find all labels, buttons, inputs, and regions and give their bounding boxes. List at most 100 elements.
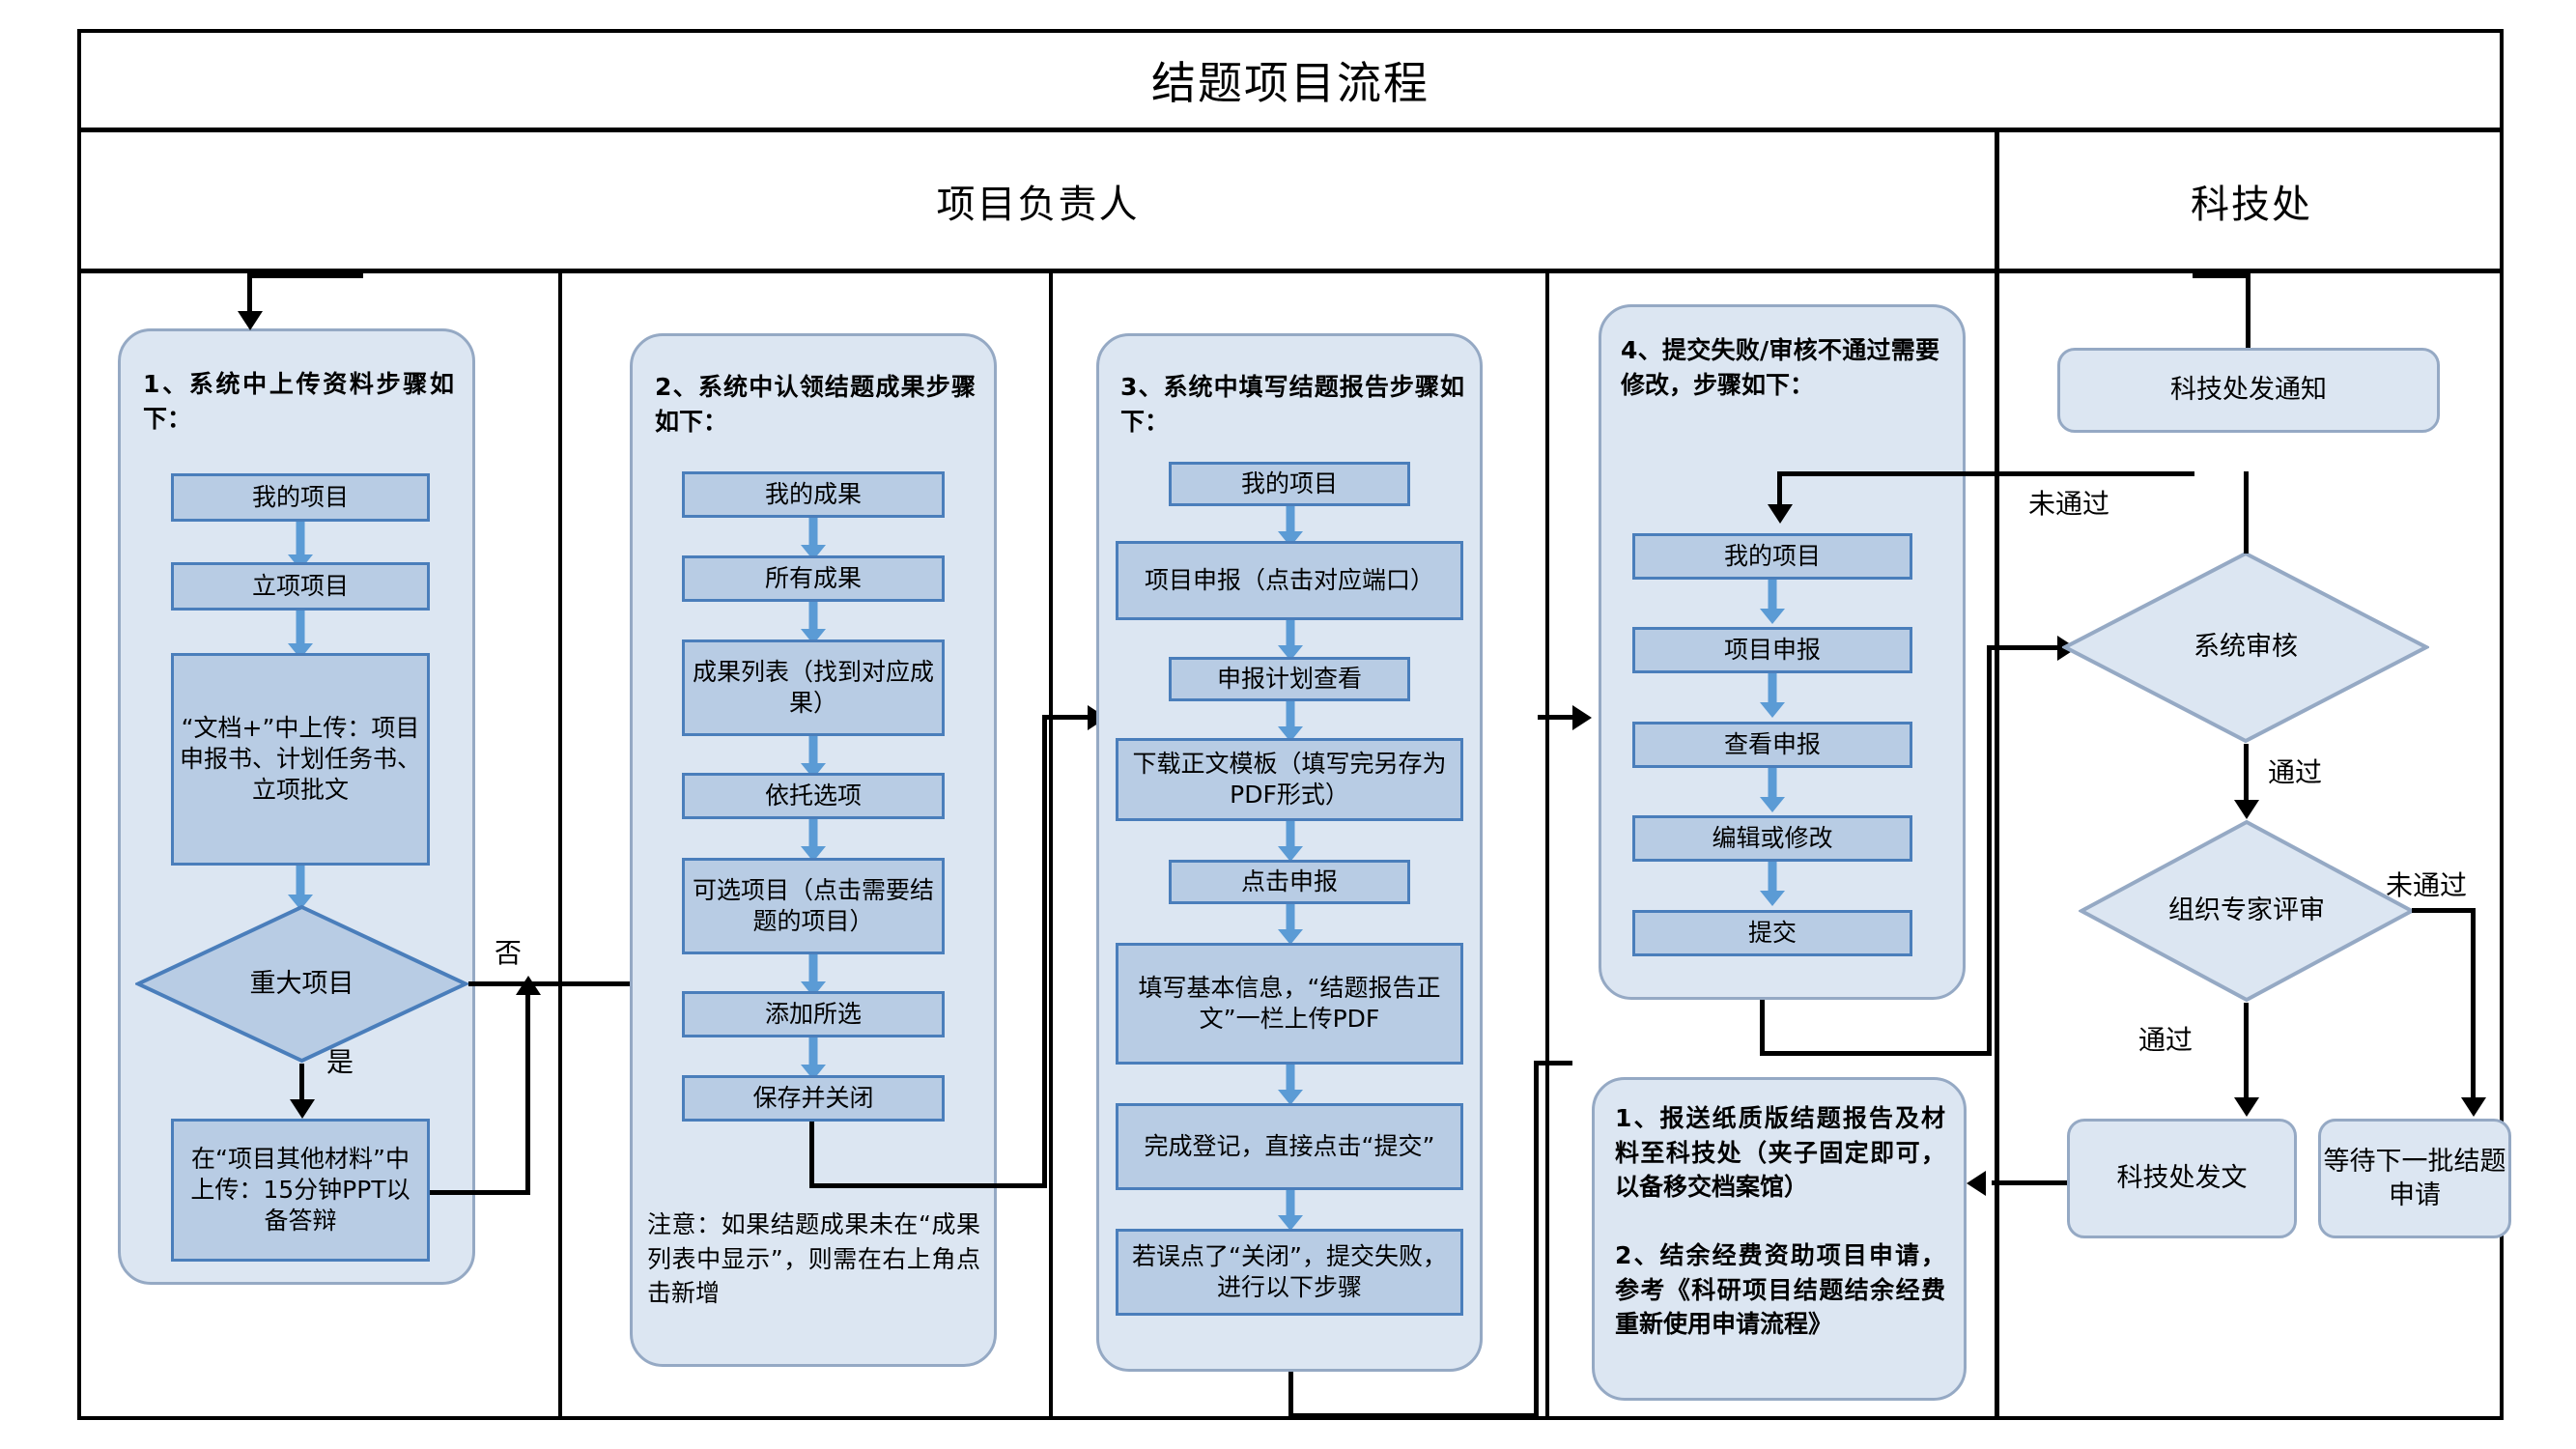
col1-entry-v [247, 273, 252, 316]
col3-step-5[interactable]: 点击申报 [1169, 860, 1410, 904]
col1-decision-label: 重大项目 [249, 968, 354, 999]
col1-step-ppt[interactable]: 在“项目其他材料”中上传：15分钟PPT以备答辩 [171, 1119, 430, 1262]
col2-step-4[interactable]: 依托选项 [682, 773, 945, 819]
col3-arrow-7 [1277, 1190, 1304, 1231]
col4-arrow-3 [1759, 768, 1786, 812]
office-issue-doc-box[interactable]: 科技处发文 [2067, 1119, 2297, 1238]
col4-heading: 4、提交失败/审核不通过需要修改，步骤如下： [1621, 336, 1939, 399]
col1-no-label: 否 [495, 937, 523, 969]
col4-entry-v [1777, 471, 1782, 510]
col2-out-h2 [1042, 715, 1092, 720]
col1-yes-v [299, 1064, 304, 1104]
col4-submit-h2 [1987, 645, 2062, 650]
col1-arrow-3 [287, 866, 314, 910]
col2-step-5[interactable]: 可选项目（点击需要结题的项目） [682, 858, 945, 954]
col3-step-8[interactable]: 若误点了“关闭”，提交失败，进行以下步骤 [1116, 1229, 1463, 1316]
col1-yes-label: 是 [326, 1046, 354, 1078]
col2-step-6[interactable]: 添加所选 [682, 991, 945, 1037]
col4-footer-note: 1、报送纸质版结题报告及材料至科技处（夹子固定即可，以备移交档案馆） 2、结余经… [1615, 1104, 1945, 1338]
office-decision-system-review-label: 系统审核 [2194, 632, 2298, 663]
col3-step-7[interactable]: 完成登记，直接点击“提交” [1116, 1103, 1463, 1190]
col3-to-col4-h [1538, 715, 1576, 720]
col4-submit-h [1760, 1051, 1992, 1056]
col-sep-3 [1545, 273, 1549, 1420]
col2-out-v2 [1042, 715, 1047, 1188]
col2-step-2[interactable]: 所有成果 [682, 555, 945, 602]
system-review-pass-v [2244, 744, 2249, 804]
col3-out-h [1288, 1413, 1538, 1418]
col2-arrow-4 [800, 819, 827, 862]
col3-step-1[interactable]: 我的项目 [1169, 462, 1410, 506]
expert-review-pass-v [2244, 1003, 2249, 1103]
col4-step-2[interactable]: 项目申报 [1632, 627, 1912, 673]
col3-to-col4-arrowhead [1572, 705, 1592, 730]
office-notice-in-v [2246, 273, 2250, 348]
col2-step-3[interactable]: 成果列表（找到对应成果） [682, 639, 945, 736]
col4-submit-v [1760, 1000, 1765, 1056]
col3-arrow-1 [1277, 506, 1304, 547]
col3-heading: 3、系统中填写结题报告步骤如下： [1120, 373, 1464, 436]
col3-step-2[interactable]: 项目申报（点击对应端口） [1116, 541, 1463, 620]
col4-entry-arrowhead [1768, 504, 1793, 524]
col3-out-h2 [1534, 1061, 1572, 1065]
col2-step-1[interactable]: 我的成果 [682, 471, 945, 518]
col2-out-h [809, 1183, 1047, 1188]
col1-arrow-2 [287, 611, 314, 659]
col4-step-3[interactable]: 查看申报 [1632, 722, 1912, 768]
col1-step-3[interactable]: “文档+”中上传：项目申报书、计划任务书、立项批文 [171, 653, 430, 866]
office-issue-arrowhead [1967, 1171, 1986, 1196]
col2-heading: 2、系统中认领结题成果步骤如下： [655, 373, 976, 436]
col2-step-7[interactable]: 保存并关闭 [682, 1075, 945, 1122]
expert-review-fail-label: 未通过 [2386, 869, 2468, 901]
col1-return-v [525, 993, 530, 1195]
col2-out-v [809, 1122, 814, 1187]
expert-review-pass-label: 通过 [2138, 1024, 2194, 1056]
expert-review-fail-v [2471, 908, 2476, 1101]
col4-step-4[interactable]: 编辑或修改 [1632, 815, 1912, 862]
office-notice-box[interactable]: 科技处发通知 [2057, 348, 2440, 433]
office-decision-expert-review-label: 组织专家评审 [2168, 895, 2325, 926]
office-decision-system-review[interactable]: 系统审核 [2062, 551, 2429, 744]
col1-heading: 1、系统中上传资料步骤如下： [143, 370, 454, 433]
expert-review-fail-h [2412, 908, 2476, 913]
lane-header-divider [77, 269, 2504, 273]
col1-entry-arrowhead [238, 311, 263, 330]
expert-review-fail-arrowhead [2461, 1097, 2486, 1117]
office-notice-in-h [2193, 273, 2250, 278]
col3-out-v [1288, 1372, 1293, 1418]
office-issue-to-footer [1992, 1180, 2104, 1185]
lane-header-owner: 项目负责人 [936, 182, 1140, 227]
col3-arrow-6 [1277, 1065, 1304, 1105]
office-decision-expert-review[interactable]: 组织专家评审 [2079, 819, 2415, 1003]
col1-no-h [468, 981, 648, 986]
system-review-fail-label: 未通过 [2028, 488, 2110, 520]
col1-return-arrowhead [516, 976, 541, 995]
col3-arrow-2 [1277, 620, 1304, 661]
lane-header-office: 科技处 [2191, 182, 2312, 227]
col4-step-1[interactable]: 我的项目 [1632, 533, 1912, 580]
col2-arrow-6 [800, 1037, 827, 1080]
col4-step-5[interactable]: 提交 [1632, 910, 1912, 956]
col3-step-3[interactable]: 申报计划查看 [1169, 657, 1410, 701]
col-sep-1 [558, 273, 562, 1420]
col1-step-1[interactable]: 我的项目 [171, 473, 430, 522]
col3-arrow-4 [1277, 821, 1304, 862]
col-sep-2 [1049, 273, 1053, 1420]
col1-entry-h [247, 273, 363, 278]
office-wait-next-batch-box[interactable]: 等待下一批结题申请 [2318, 1119, 2511, 1238]
col3-step-4[interactable]: 下载正文模板（填写完另存为PDF形式） [1116, 738, 1463, 821]
col1-step-2[interactable]: 立项项目 [171, 562, 430, 611]
col1-decision-major-project[interactable]: 重大项目 [135, 904, 468, 1064]
col2-note: 注意：如果结题成果未在“成果列表中显示”，则需在右上角点击新增 [647, 1210, 980, 1307]
col4-arrow-2 [1759, 673, 1786, 718]
diagram-title: 结题项目流程 [1151, 56, 1430, 109]
col3-arrow-3 [1277, 701, 1304, 742]
expert-review-pass-arrowhead [2234, 1097, 2259, 1117]
system-review-pass-label: 通过 [2268, 756, 2323, 788]
system-review-fail-v [2244, 471, 2249, 554]
col1-return-h [430, 1190, 530, 1195]
col2-arrow-1 [800, 518, 827, 560]
col3-step-6[interactable]: 填写基本信息，“结题报告正文”一栏上传PDF [1116, 943, 1463, 1065]
col1-yes-arrowhead [290, 1099, 315, 1119]
